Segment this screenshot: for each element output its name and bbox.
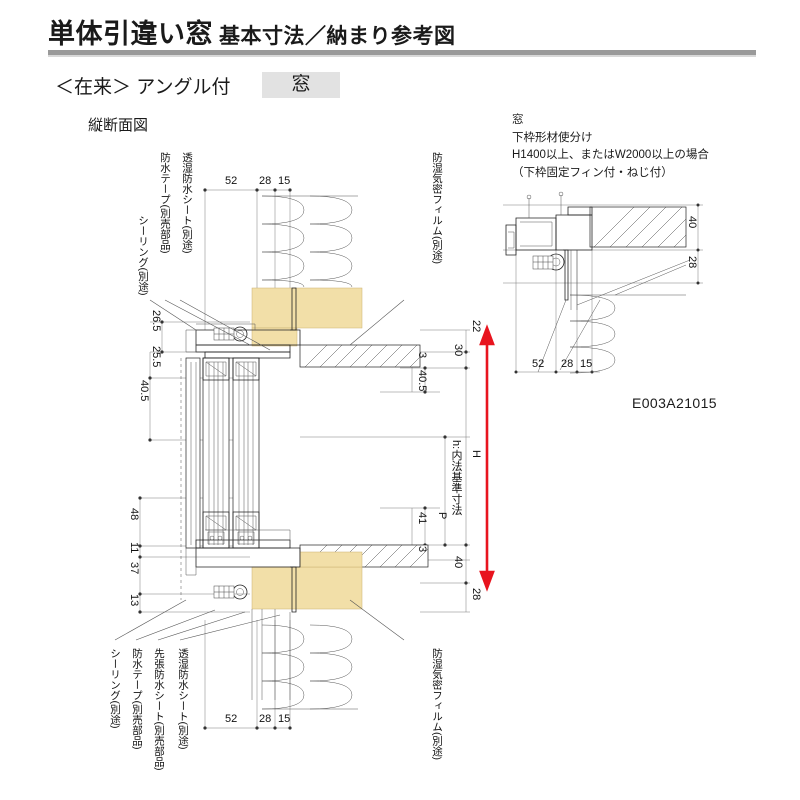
left-dim-11: 11	[128, 542, 140, 554]
detail-bottom-dim-28: 28	[561, 358, 574, 370]
page-title-main: 単体引違い窓	[48, 19, 213, 49]
callout-top-permeable-sheet: 透湿防水シート(別途)	[181, 152, 193, 254]
detail-note-line-4: （下枠固定フィン付・ねじ付）	[512, 166, 673, 179]
callout-leaders	[114, 299, 405, 641]
inner-height-label: h:内法基準寸法	[450, 440, 462, 516]
right-dim-28: 28	[470, 588, 482, 601]
top-dim-15: 15	[278, 175, 291, 187]
detail-note-line-2: 下枠形材使分け	[512, 131, 593, 144]
right-dim-22: 22	[470, 320, 482, 333]
left-dim-25-5: 25.5	[150, 346, 162, 368]
left-dim-40-5: 40.5	[138, 380, 150, 402]
page-title: 単体引違い窓基本寸法／納まり参考図	[48, 12, 456, 51]
drawing-code: E003A21015	[632, 395, 717, 411]
top-dim-28: 28	[259, 175, 272, 187]
bottom-dim-28: 28	[259, 713, 272, 725]
detail-note-line-3: H1400以上、またはW2000以上の場合	[512, 149, 709, 161]
page-title-sub: 基本寸法／納まり参考図	[219, 25, 456, 48]
callout-bottom-waterproof-tape: 防水テープ(別売部品)	[131, 648, 143, 750]
right-dim-40-5: 40.5	[416, 370, 428, 392]
left-dim-48: 48	[128, 508, 140, 521]
overall-height-arrow	[479, 324, 495, 592]
status-badge: 窓	[262, 72, 340, 98]
detail-note: 窓 下枠形材使分け H1400以上、またはW2000以上の場合 （下枠固定フィン…	[512, 112, 709, 182]
right-dim-40: 40	[452, 556, 464, 569]
section-title: 縦断面図	[88, 117, 149, 134]
overall-height-label: H	[470, 450, 482, 458]
bottom-dim-15: 15	[278, 713, 291, 725]
detail-dim-40: 40	[686, 216, 698, 229]
detail-dim-28: 28	[686, 256, 698, 269]
callout-top-waterproof-tape: 防水テープ(別売部品)	[159, 152, 171, 254]
callout-top-sealing: シーリング(別途)	[137, 215, 149, 296]
callout-top-vapor-film: 防湿気密フィルム(別途)	[431, 152, 443, 264]
left-dim-13: 13	[128, 594, 140, 607]
head-section	[185, 287, 421, 368]
detail-drawing	[503, 191, 703, 374]
callout-bottom-pre-waterproof-sheet: 先張防水シート(別売部品)	[153, 648, 165, 771]
right-dim-41: 41	[416, 512, 428, 525]
right-dim-3-upper: 3	[416, 352, 428, 359]
top-dim-52: 52	[225, 175, 238, 187]
bottom-dim-52: 52	[225, 713, 238, 725]
detail-note-line-1: 窓	[512, 114, 524, 126]
sill-section	[185, 529, 429, 700]
title-divider-light	[48, 55, 756, 57]
insulation-batt-upper	[261, 195, 358, 288]
left-dim-37: 37	[128, 562, 140, 575]
detail-bottom-dim-15: 15	[580, 358, 593, 370]
insulation-batt-lower	[261, 624, 358, 710]
callout-bottom-permeable-sheet: 透湿防水シート(別途)	[177, 648, 189, 750]
detail-bottom-dim-52: 52	[532, 358, 545, 370]
sash-section	[180, 357, 260, 600]
callout-bottom-vapor-film: 防湿気密フィルム(別途)	[431, 648, 443, 760]
subhead-label: ＜在来＞ アングル付	[55, 77, 231, 98]
pitch-label: P	[436, 512, 448, 520]
right-dim-30: 30	[452, 344, 464, 357]
left-dim-26-5: 26.5	[150, 310, 162, 332]
right-dim-3-lower: 3	[416, 546, 428, 553]
title-divider	[48, 50, 756, 55]
callout-bottom-sealing: シーリング(別途)	[109, 648, 121, 729]
